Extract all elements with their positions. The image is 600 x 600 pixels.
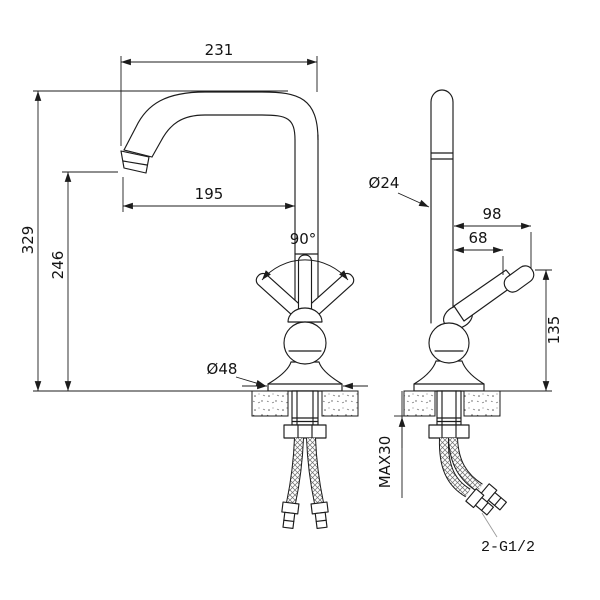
supply-hoses-side [438,437,507,516]
dim-body-diameter-label: Ø24 [369,174,400,192]
hose-connector-front [465,488,494,516]
front-view [120,91,359,529]
mixer-handle-positions [255,254,355,323]
dim-max-thickness-label: MAX30 [376,436,394,489]
base-flange-front [267,361,343,392]
ball-joint-side [413,322,485,392]
dimension-handle-reach-inner: 68 [454,229,504,275]
spout-outline [123,91,319,158]
dimension-handle-swivel-angle: 90° [261,230,349,281]
connection-thread-label: 2-G1/2 [481,539,535,556]
mounting-shank-side [436,390,462,426]
handle-dome [287,307,323,323]
dimension-spout-reach: 195 [122,177,295,212]
dim-spout-reach-label: 195 [195,185,224,203]
countertop-section-side [403,390,501,417]
handle-knob [503,265,535,293]
dim-handle-reach-label: 98 [482,205,501,223]
dimension-spout-width: 231 [120,41,318,146]
dimension-body-diameter: Ø24 [369,174,430,208]
drawing-root: 231 195 329 246 90° Ø48 [19,41,563,556]
supply-hoses-front [281,437,329,529]
dimension-outlet-height: 246 [49,171,118,391]
dim-swivel-angle-label: 90° [290,230,317,248]
faucet-body-side [430,89,454,324]
dimension-base-diameter: Ø48 [207,360,368,390]
dimension-total-height: 329 [19,90,288,392]
dimension-handle-reach: 98 [454,205,532,268]
side-view [403,89,535,516]
dimension-handle-height: 135 [486,269,563,392]
connection-thread-callout: 2-G1/2 [481,512,535,556]
handle-lever-side [453,265,535,322]
ball-joint-front [267,321,343,392]
dim-total-height-label: 329 [19,226,37,255]
mounting-shank-front [291,390,319,426]
spout-aerator [120,150,150,174]
dim-handle-height-label: 135 [545,316,563,345]
dimension-max-mounting-thickness: MAX30 [376,391,406,498]
dim-handle-reach-inner-label: 68 [468,229,487,247]
mounting-nut-front [283,424,327,439]
countertop-section-front [251,390,359,417]
faucet-body-riser [294,134,319,323]
hose-connector-left [281,501,300,529]
dim-base-diameter-label: Ø48 [207,360,238,378]
hose-connector-right [310,501,329,529]
mounting-nut-side [428,424,470,439]
dim-outlet-height-label: 246 [49,251,67,280]
dim-spout-width-label: 231 [205,41,234,59]
base-flange-side [413,360,485,392]
